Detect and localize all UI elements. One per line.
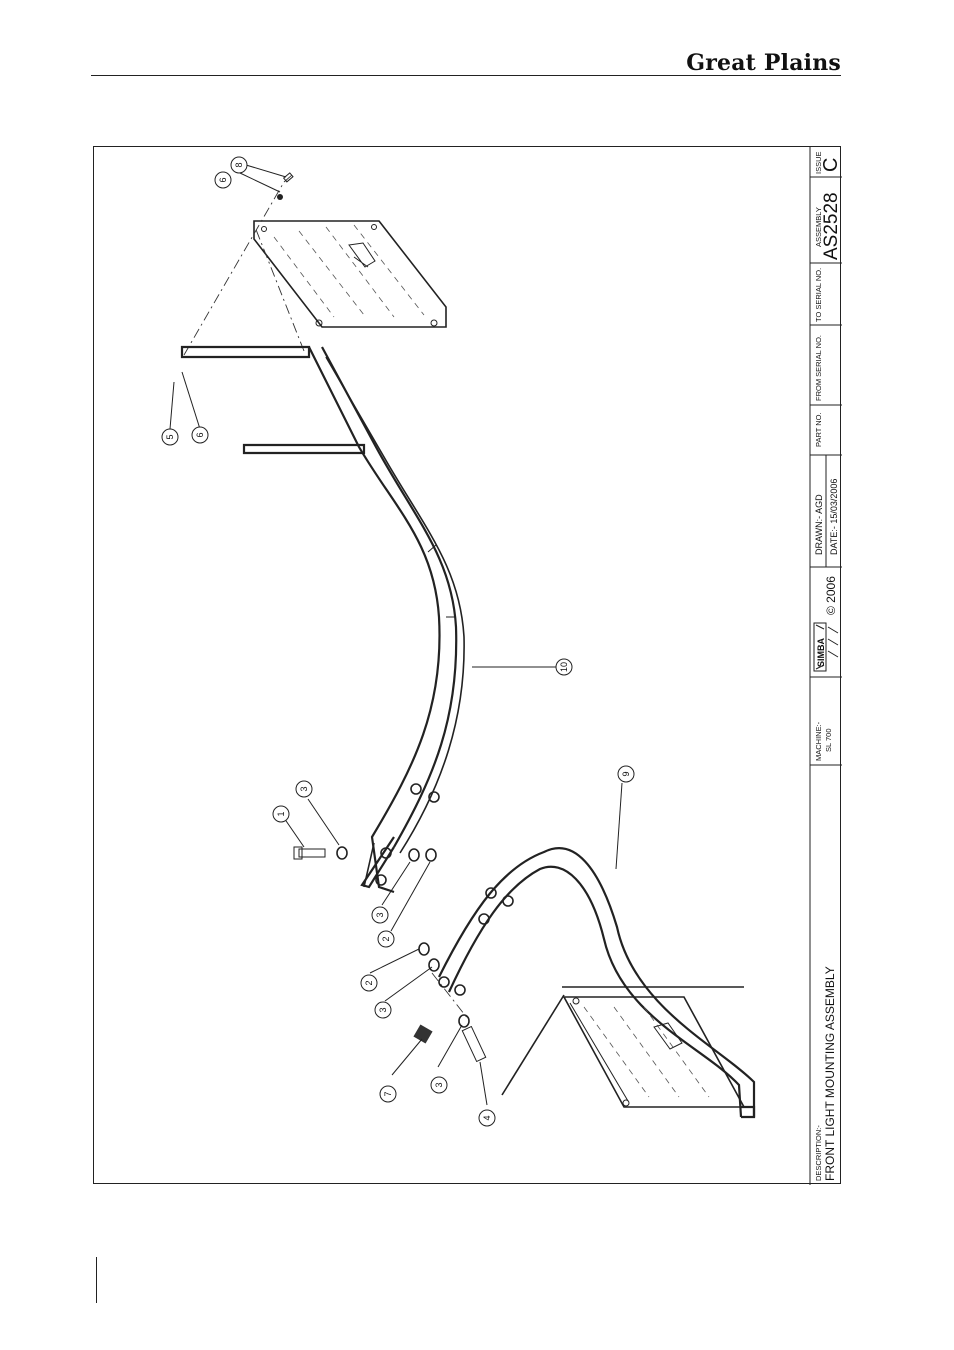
balloon-2-low-label: 2 — [364, 980, 374, 985]
balloon-5-label: 5 — [165, 434, 175, 439]
simba-logo: SIMBA © 2006 — [814, 576, 838, 671]
drawing-frame: ISSUE C ASSEMBLY AS2528 TO SERIAL NO. FR… — [93, 146, 841, 1184]
copyright: © 2006 — [824, 576, 838, 615]
balloon-7: 7 — [380, 1086, 396, 1102]
balloon-3-mid-label: 3 — [375, 912, 385, 917]
balloon-3-bottom: 3 — [431, 1077, 447, 1093]
balloon-6-top-label: 6 — [218, 177, 228, 182]
balloon-2-mid-label: 2 — [381, 936, 391, 941]
balloon-8: 8 — [231, 157, 247, 173]
balloon-2-mid: 2 — [378, 931, 394, 947]
balloon-10-label: 10 — [559, 662, 569, 672]
from-serial-label: FROM SERIAL NO. — [814, 335, 823, 401]
brand-logo-text: Great Plains — [686, 50, 841, 76]
fastener-cluster-upper — [294, 847, 436, 861]
machine-label: MACHINE:- — [814, 721, 823, 761]
balloon-leaders — [170, 165, 622, 1105]
balloon-8-label: 8 — [234, 162, 244, 167]
machine-value: SL 700 — [824, 729, 833, 753]
balloon-6: 6 — [192, 427, 208, 443]
balloon-6-top: 6 — [215, 172, 231, 188]
balloon-3-low-label: 3 — [378, 1007, 388, 1012]
balloon-5: 5 — [162, 429, 178, 445]
balloon-3-mid: 3 — [372, 907, 388, 923]
balloon-3-low: 3 — [375, 1002, 391, 1018]
balloon-3-bottom-label: 3 — [434, 1082, 444, 1087]
description: FRONT LIGHT MOUNTING ASSEMBLY — [823, 966, 837, 1181]
balloon-1: 1 — [273, 806, 289, 822]
description-label: DESCRIPTION:- — [814, 1125, 823, 1181]
header-rule — [91, 75, 841, 76]
part-no-label: PART NO. — [814, 412, 823, 447]
simba-logo-text: SIMBA — [816, 638, 826, 668]
balloon-3-top-label: 3 — [299, 786, 309, 791]
issue-value: C — [820, 158, 842, 172]
balloon-4-label: 4 — [482, 1115, 492, 1120]
fastener-cluster-lower — [413, 943, 485, 1062]
lower-arch-frame — [439, 848, 754, 1117]
balloon-9-label: 9 — [621, 771, 631, 776]
balloon-1-label: 1 — [276, 811, 286, 816]
assembly-drawing: ISSUE C ASSEMBLY AS2528 TO SERIAL NO. FR… — [94, 147, 842, 1185]
assembly-number: AS2528 — [821, 192, 842, 260]
balloon-6-label: 6 — [195, 432, 205, 437]
balloon-3-top: 3 — [296, 781, 312, 797]
drawing-date: DATE:- 15/03/2006 — [829, 479, 839, 555]
balloon-7-label: 7 — [383, 1091, 393, 1096]
balloon-4: 4 — [479, 1110, 495, 1126]
drawn-by: DRAWN:- AGD — [814, 494, 824, 555]
upper-light-plate — [254, 221, 446, 327]
upper-arch-frame — [182, 347, 464, 892]
to-serial-label: TO SERIAL NO. — [814, 268, 823, 322]
balloon-2-low: 2 — [361, 975, 377, 991]
balloon-9: 9 — [618, 766, 634, 782]
title-block: ISSUE C ASSEMBLY AS2528 TO SERIAL NO. FR… — [810, 147, 842, 1185]
footer-rule — [96, 1257, 97, 1303]
balloon-10: 10 — [556, 659, 572, 675]
